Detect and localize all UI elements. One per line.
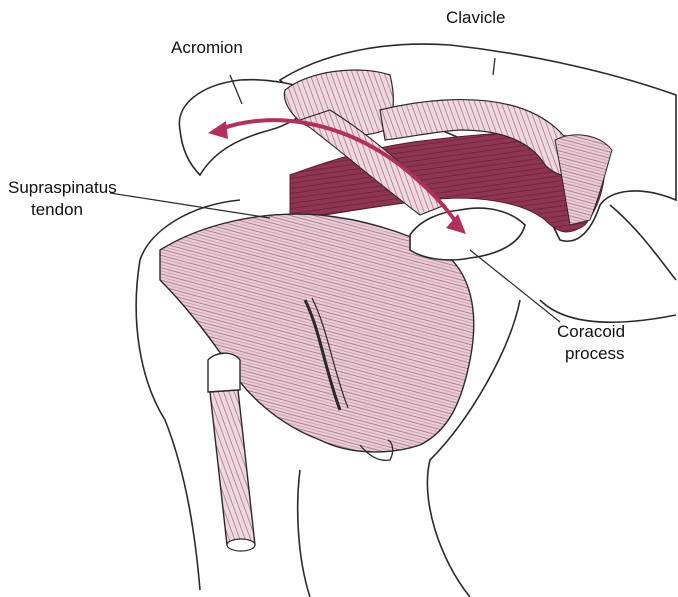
label-supraspinatus-tendon-line1: Supraspinatus <box>8 178 117 198</box>
label-coracoid-process-line2: process <box>565 344 625 364</box>
label-coracoid-process-line1: Coracoid <box>557 322 625 342</box>
label-acromion: Acromion <box>171 38 243 58</box>
label-supraspinatus-tendon-line2: tendon <box>31 200 83 220</box>
coracoid-process-bone <box>410 208 525 260</box>
label-clavicle: Clavicle <box>446 8 506 28</box>
